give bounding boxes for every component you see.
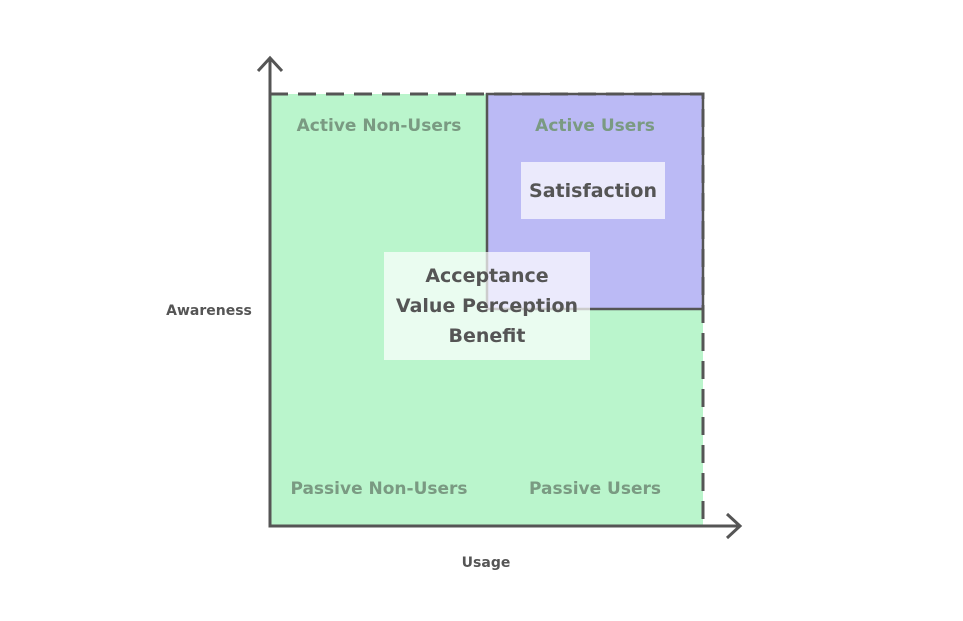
quadrant-label-passive-users: Passive Users [528,479,662,499]
benefit-text: Benefit [448,325,526,347]
quadrant-label-active-non-users: Active Non-Users [296,116,462,136]
satisfaction-box-bg [521,162,665,219]
satisfaction-box: Satisfaction [521,162,665,219]
x-axis-label: Usage [461,555,511,571]
center-box: Acceptance Value Perception Benefit [384,252,590,360]
center-box-bg [384,252,590,360]
value-perception-text: Value Perception [395,295,579,317]
y-axis-label: Awareness [166,303,252,319]
quadrant-label-active-users: Active Users [535,116,655,136]
x-axis-arrow-icon [725,512,743,540]
y-axis-arrow-icon [256,55,284,73]
acceptance-text: Acceptance [425,265,549,287]
satisfaction-text: Satisfaction [529,179,657,202]
quadrant-label-passive-non-users: Passive Non-Users [290,479,468,499]
